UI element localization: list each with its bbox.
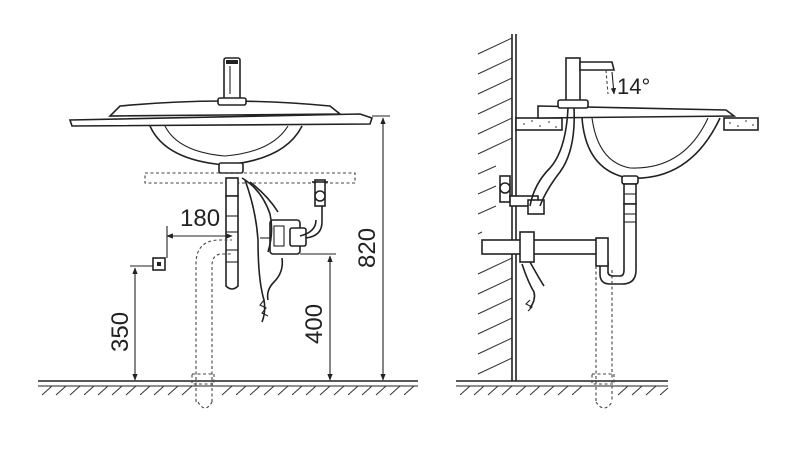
front-wall-drain-pipe — [191, 239, 232, 409]
front-angle-valve — [312, 179, 328, 207]
dim-basin-height-label: 820 — [354, 228, 381, 268]
side-wall — [477, 34, 517, 381]
front-view: 180 350 400 820 — [38, 57, 418, 409]
dim-drain-height-label: 400 — [301, 304, 328, 344]
side-counter — [515, 117, 759, 131]
side-floor — [456, 380, 669, 396]
side-floor-drain — [591, 266, 615, 409]
dim-outlet-height: 350 — [107, 265, 153, 381]
dim-outlet-height-label: 350 — [107, 312, 134, 352]
side-drain-trap — [599, 183, 637, 285]
side-faucet: 14° — [557, 57, 650, 109]
side-view: 14° — [456, 34, 759, 409]
dim-basin-height: 820 — [354, 115, 390, 381]
side-cables — [521, 107, 576, 312]
front-control-box — [260, 219, 307, 255]
front-floor — [38, 380, 418, 396]
front-cables — [241, 177, 323, 323]
front-basin — [68, 100, 374, 174]
dim-drain-height: 400 — [300, 253, 336, 381]
front-faucet — [217, 57, 247, 106]
dim-spout-offset-label: 180 — [180, 205, 220, 232]
front-drain-trap — [225, 177, 239, 290]
dim-spout-offset: 180 — [166, 205, 233, 258]
side-basin — [537, 105, 737, 185]
side-branch-pipe — [481, 231, 609, 267]
side-angle-valve — [499, 175, 545, 215]
spout-angle-label: 14° — [617, 74, 650, 99]
